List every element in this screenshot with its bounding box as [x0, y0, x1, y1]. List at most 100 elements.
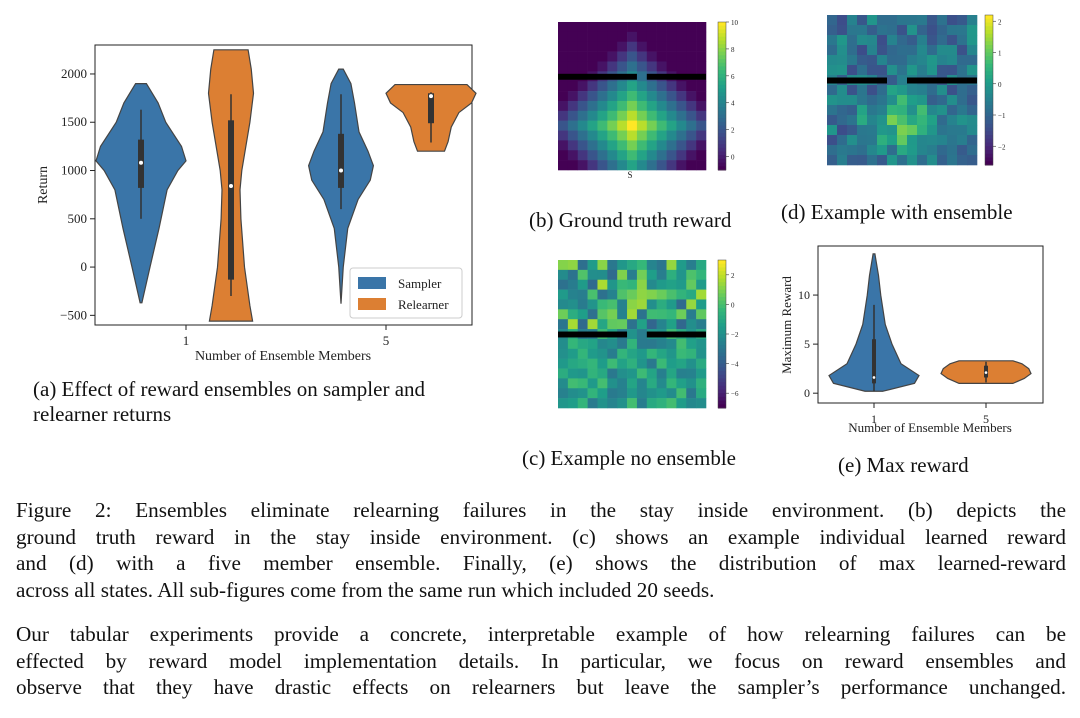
heatmap-cell [917, 35, 928, 46]
violin-iqr-box [338, 133, 344, 188]
heatmap-cell [686, 41, 697, 52]
heatmap-cell [567, 91, 579, 102]
heatmap-cell [636, 299, 648, 310]
heatmap-cell [957, 15, 968, 26]
heatmap-cell [577, 269, 588, 281]
heatmap-cell [577, 309, 588, 320]
heatmap-cell [867, 15, 878, 26]
colorbar-segment [718, 121, 726, 127]
colorbar-segment [718, 77, 726, 82]
heatmap-cell [907, 95, 918, 106]
heatmap-cell [696, 51, 707, 62]
colorbar-segment [718, 385, 726, 390]
heatmap-cell [686, 81, 697, 92]
heatmap-cell [857, 125, 868, 136]
colorbar-segment [718, 400, 726, 405]
heatmap-cell [666, 309, 677, 320]
panel-b-caption: (b) Ground truth reward [529, 208, 732, 232]
heatmap-cell [676, 269, 687, 281]
colorbar-segment [718, 33, 726, 38]
heatmap-cell [696, 279, 707, 290]
colorbar-segment [985, 153, 993, 158]
heatmap-cell [666, 100, 677, 112]
heatmap-cell [827, 95, 838, 106]
colorbar-segment [985, 105, 993, 110]
heatmap-cell [567, 41, 579, 52]
heatmap-cell [887, 135, 898, 146]
colorbar-segment [718, 319, 726, 324]
heatmap-cell [607, 338, 618, 350]
heatmap-cell [867, 65, 878, 76]
colorbar-segment [718, 293, 726, 298]
heatmap-cell [597, 110, 608, 121]
heatmap-cell [696, 150, 707, 161]
heatmap-cell [867, 115, 878, 126]
heatmap-cell [857, 85, 868, 96]
heatmap-cell [957, 115, 968, 126]
heatmap-cell [867, 25, 878, 36]
heatmap-cell [617, 338, 628, 350]
colorbar-tick-label: 8 [731, 46, 735, 54]
heatmap-cell [907, 45, 918, 56]
heatmap-cell [636, 120, 648, 131]
colorbar-segment [718, 289, 726, 294]
heatmap-cell [577, 368, 588, 379]
heatmap-cell [656, 260, 667, 271]
heatmap-cell [696, 61, 707, 72]
heatmap-cell [867, 105, 878, 116]
heatmap-cell [917, 85, 928, 96]
heatmap-cell [676, 260, 687, 271]
heatmap-cell [947, 15, 958, 26]
colorbar-segment [718, 84, 726, 90]
body-paragraph: Our tabular experiments provide a concre… [16, 621, 1066, 701]
heatmap-cell [877, 25, 888, 36]
heatmap-cell [567, 269, 579, 281]
panel-a-ylabel: Return [36, 166, 51, 204]
heatmap-cell [666, 388, 677, 399]
heatmap-cell [558, 398, 569, 409]
heatmap-cell [887, 115, 898, 126]
heatmap-cell [927, 55, 938, 66]
heatmap-cell [646, 319, 657, 330]
colorbar-segment [718, 271, 726, 276]
colorbar-segment [718, 114, 726, 119]
heatmap-cell [597, 358, 608, 369]
heatmap-cell [686, 368, 697, 379]
y-tick-label: 0 [804, 386, 810, 400]
heatmap-cell [577, 150, 588, 161]
colorbar-segment [985, 15, 993, 20]
heatmap-cell [686, 378, 697, 389]
heatmap-cell [558, 348, 569, 359]
colorbar-tick-label: 4 [731, 100, 735, 108]
colorbar-tick-label: −4 [731, 361, 739, 369]
heatmap-cell [676, 120, 687, 131]
heatmap-cell [558, 61, 569, 72]
colorbar-tick-label: −2 [998, 143, 1006, 151]
heatmap-cell [666, 358, 677, 369]
heatmap-cell [656, 398, 667, 409]
colorbar-segment [718, 267, 726, 272]
colorbar-segment [718, 308, 726, 313]
y-tick-label: 2000 [61, 66, 87, 81]
heatmap-cell [686, 51, 697, 62]
heatmap-cell [597, 398, 608, 409]
heatmap-cell [837, 145, 848, 156]
heatmap-cell [957, 105, 968, 116]
heatmap-cell [827, 155, 838, 166]
heatmap-cell [686, 338, 697, 350]
heatmap-cell [957, 35, 968, 46]
heatmap-cell [837, 85, 848, 96]
heatmap-cell [577, 160, 588, 171]
wall-segment-right [646, 73, 706, 80]
heatmap-cell [617, 160, 628, 171]
colorbar-tick-label: 0 [731, 301, 735, 309]
heatmap-cell [666, 269, 677, 281]
panel-a-caption-line-1: (a) Effect of reward ensembles on sample… [33, 377, 426, 401]
heatmap-cell [937, 35, 948, 46]
heatmap-cell [617, 368, 628, 379]
heatmap-cell [967, 65, 978, 76]
heatmap-cell [937, 155, 948, 166]
heatmap-cell [656, 150, 667, 161]
heatmap-cell [957, 135, 968, 146]
heatmap-cell [597, 140, 608, 151]
